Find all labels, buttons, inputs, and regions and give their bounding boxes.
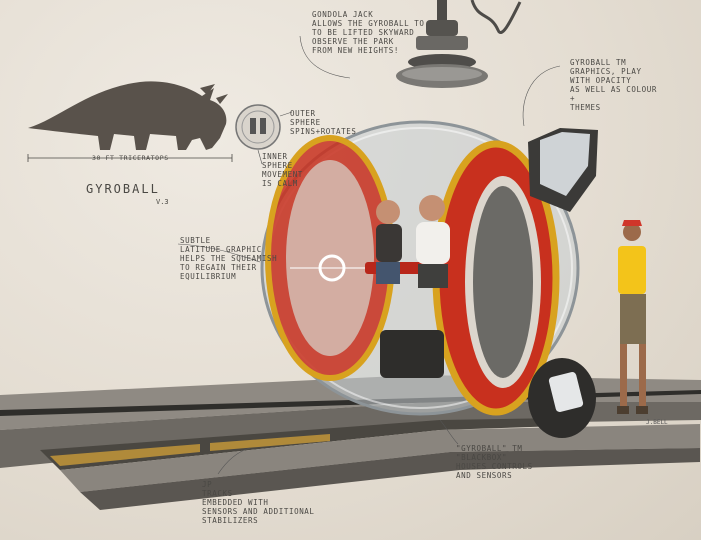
- note-latitude: SUBTLE LATITUDE GRAPHIC HELPS THE SQUEAM…: [180, 236, 278, 281]
- version-label: V.3: [156, 198, 169, 206]
- staff-figure: [617, 220, 648, 414]
- gondola-jack: [396, 0, 522, 88]
- note-inner-sphere: INNER SPHERE MOVEMENT IS CALM: [262, 152, 303, 188]
- note-graphics: GYROBALL TM GRAPHICS, PLAY WITH OPACITY …: [570, 58, 657, 112]
- gyroball-sphere: [260, 120, 598, 438]
- page-title: GYROBALL: [86, 182, 160, 196]
- triceratops-silhouette: [28, 81, 228, 150]
- gyroball-mini-icon: [235, 104, 281, 150]
- artist-signature: J.BELL: [646, 419, 668, 426]
- note-scale: 30 FT TRICERATOPS: [92, 154, 169, 162]
- note-tracks: JP TRACKS EMBEDDED WITH SENSORS AND ADDI…: [202, 480, 315, 525]
- note-outer-sphere: OUTER SPHERE SPINS+ROTATES: [290, 109, 357, 136]
- note-blackbox: "GYROBALL" TM "BLACKBOX" HOUSES CONTROLS…: [456, 444, 533, 480]
- note-gondola-jack: GONDOLA JACK ALLOWS THE GYROBALL TO TO B…: [312, 10, 425, 55]
